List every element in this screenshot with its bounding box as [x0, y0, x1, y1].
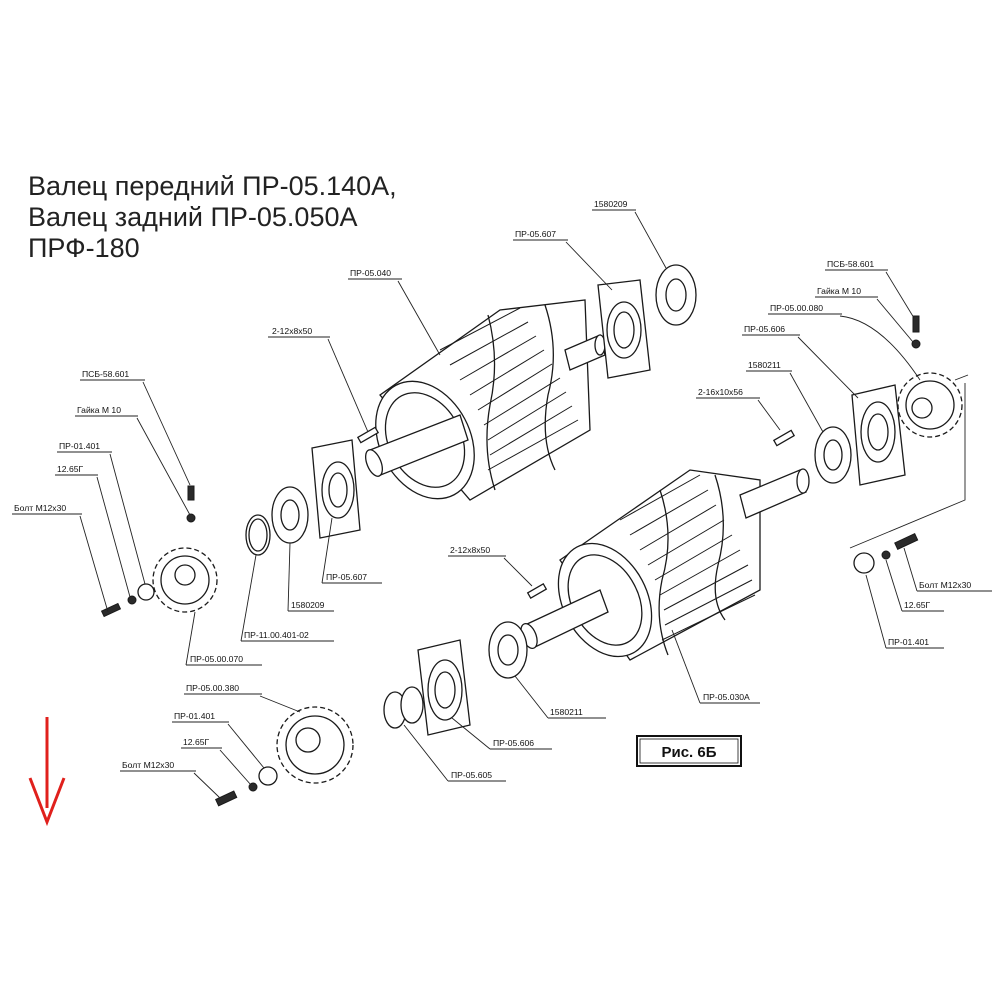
label-1580209-mid: 1580209	[291, 600, 325, 610]
figure-label: Рис. 6Б	[661, 744, 716, 761]
bearing-1580211-bottom	[488, 621, 528, 679]
label-pr05606-top: ПР-05.606	[744, 324, 785, 334]
title-line-1: Валец передний ПР-05.140А,	[28, 171, 397, 201]
front-roller	[365, 299, 606, 501]
drawing-title: Валец передний ПР-05.140А, Валец задний …	[28, 171, 397, 263]
label-pr0500380: ПР-05.00.380	[186, 683, 239, 693]
fasteners	[100, 315, 921, 807]
label-nut-m10-right: Гайка М 10	[817, 286, 861, 296]
label-bolt-m12x30-bottom: Болт М12х30	[122, 760, 174, 770]
sprocket-pr0500080	[897, 372, 963, 438]
housing-pr05607-mid	[311, 439, 361, 539]
rear-roller	[520, 468, 810, 661]
label-pr0500080: ПР-05.00.080	[770, 303, 823, 313]
label-pr05030a: ПР-05.030А	[703, 692, 750, 702]
label-1265-right: 12.65Г	[904, 600, 931, 610]
label-pr05606-bottom: ПР-05.606	[493, 738, 534, 748]
title-line-3: ПРФ-180	[28, 233, 140, 263]
housing-pr05606-right	[851, 384, 906, 486]
bearing-1580211-right	[814, 426, 852, 484]
sprocket-pr0500070	[152, 547, 218, 613]
label-pr05607-mid: ПР-05.607	[326, 572, 367, 582]
label-1580209-top: 1580209	[594, 199, 628, 209]
label-pr01401-right: ПР-01.401	[888, 637, 929, 647]
label-psb58601-right: ПСБ-58.601	[827, 259, 874, 269]
label-key-2-12x8x50-mid: 2-12х8х50	[450, 545, 490, 555]
label-pr01401-bottom: ПР-01.401	[174, 711, 215, 721]
label-pr05040: ПР-05.040	[350, 268, 391, 278]
label-1580211-top: 1580211	[748, 360, 781, 370]
label-bolt-m12x30-right: Болт М12х30	[919, 580, 971, 590]
sleeve-pr05605	[383, 686, 424, 729]
label-pr01401-left: ПР-01.401	[59, 441, 100, 451]
label-pr05605: ПР-05.605	[451, 770, 492, 780]
group-bracket-right	[849, 374, 969, 549]
label-1265-left: 12.65Г	[57, 464, 84, 474]
label-key-2-12x8x50-top: 2-12х8х50	[272, 326, 312, 336]
label-psb58601-left: ПСБ-58.601	[82, 369, 129, 379]
label-bolt-m12x30-left: Болт М12х30	[14, 503, 66, 513]
figure-label-box: Рис. 6Б	[636, 735, 742, 767]
label-pr0500070: ПР-05.00.070	[190, 654, 243, 664]
bearing-1580209-mid	[271, 486, 309, 544]
label-nut-m10-left: Гайка М 10	[77, 405, 121, 415]
label-1580211-bottom: 1580211	[550, 707, 583, 717]
callout-labels: ПР-05.040 2-12х8х50 ПР-05.607 1580209 ПС…	[12, 199, 992, 799]
ring-pr1100401	[245, 514, 271, 556]
label-key-2-16x10x56: 2-16х10х56	[698, 387, 743, 397]
label-1265-bottom: 12.65Г	[183, 737, 210, 747]
label-pr05607-top: ПР-05.607	[515, 229, 556, 239]
sprocket-pr0500380	[276, 706, 354, 784]
red-down-arrow-icon	[28, 717, 66, 827]
label-pr1100401: ПР-11.00.401-02	[244, 630, 309, 640]
bearing-1580209-top	[655, 264, 697, 326]
housing-pr05606-bottom	[417, 639, 471, 736]
housing-pr05607-top	[597, 279, 651, 379]
title-line-2: Валец задний ПР-05.050А	[28, 202, 357, 232]
